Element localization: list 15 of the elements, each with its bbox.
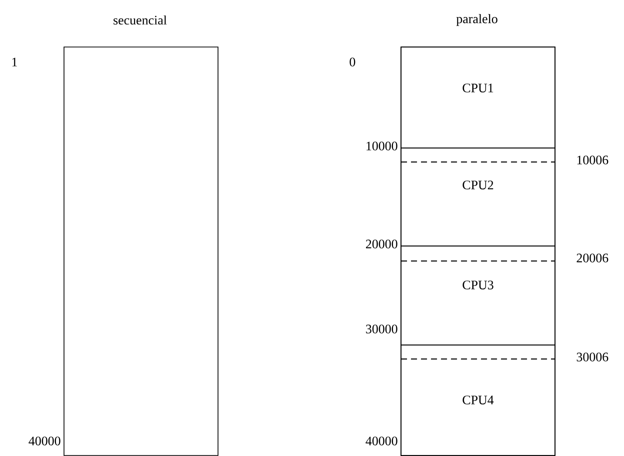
memory-segment: CPU4 xyxy=(400,344,556,456)
address-label: 1 xyxy=(12,58,17,66)
memory-segment: CPU2 xyxy=(400,148,556,246)
memory-block: secuencial xyxy=(64,15,218,456)
node-label: paralelo xyxy=(456,14,498,26)
address-label: 10006 xyxy=(577,156,608,164)
address-label: 30000 xyxy=(366,324,398,334)
address-label: 0 xyxy=(350,58,356,66)
address-label: 10000 xyxy=(366,142,398,150)
address-label: 30006 xyxy=(576,352,608,362)
memory-segment: CPU1 xyxy=(400,46,556,148)
address-label: 20000 xyxy=(366,240,398,248)
address-label: 20006 xyxy=(576,254,608,262)
node-label: secuencial xyxy=(114,15,167,25)
memory-segment: CPU3 xyxy=(400,246,556,346)
